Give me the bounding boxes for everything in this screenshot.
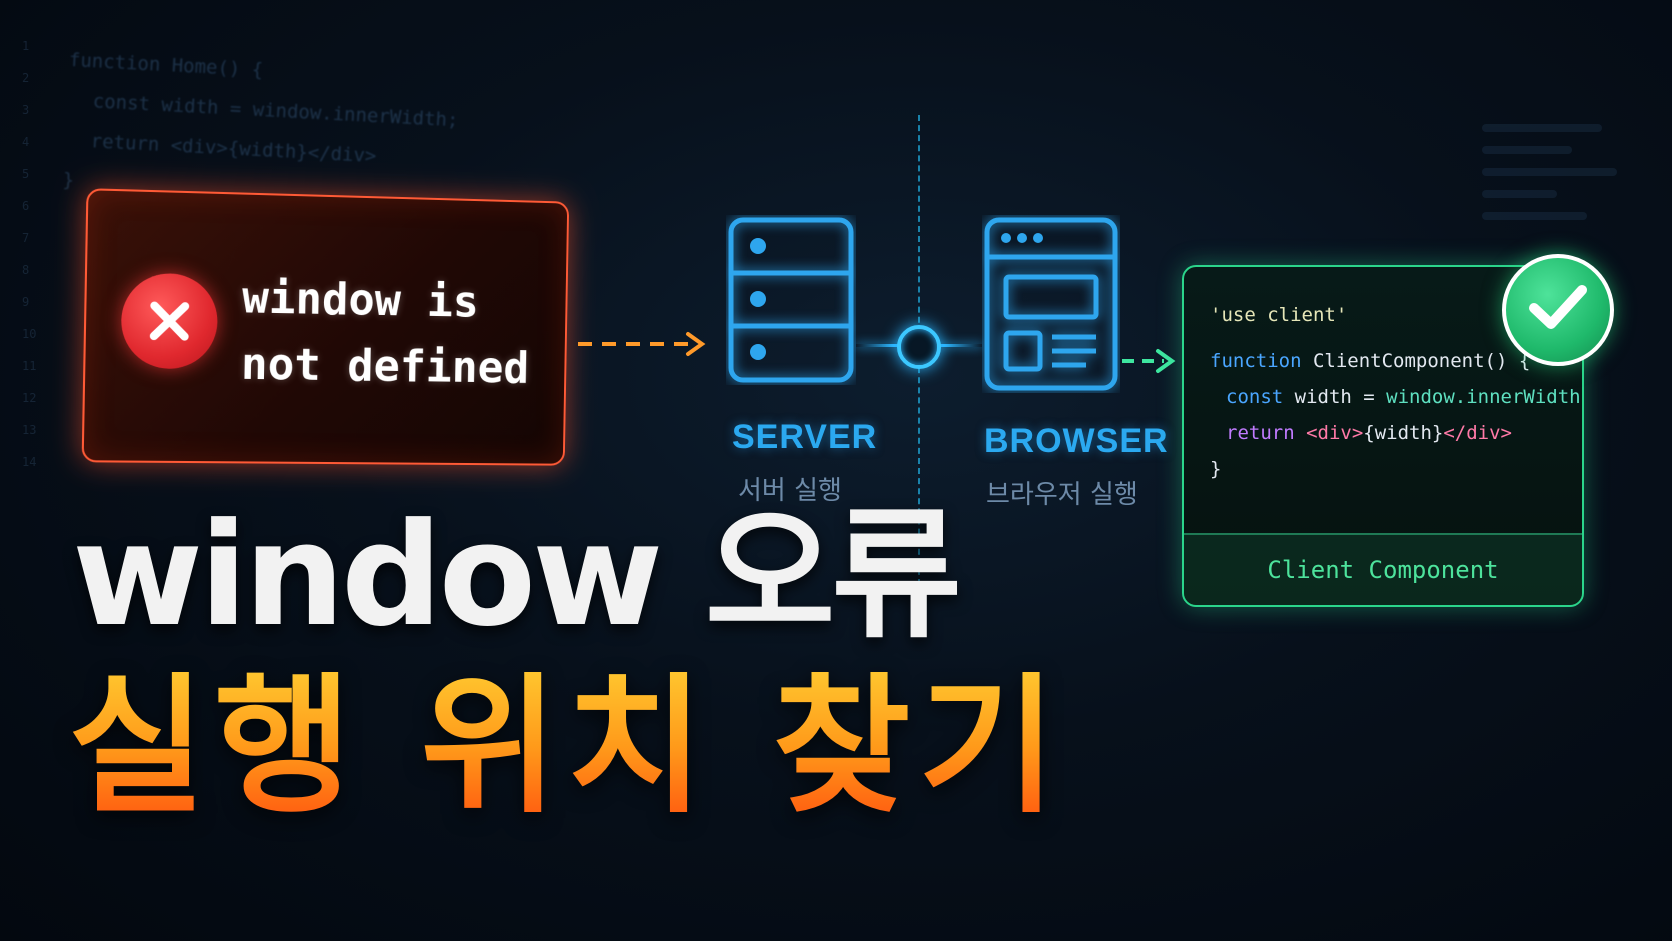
error-message-line: window is [241, 272, 480, 328]
browser-window-icon [984, 217, 1118, 391]
client-component-label: Client Component [1184, 533, 1582, 605]
arrow-right-icon [578, 332, 706, 356]
browser-sublabel: 브라우저 실행 [986, 480, 1138, 510]
connector-node [897, 325, 941, 369]
error-card: window is not defined [81, 188, 570, 466]
code-line: function ClientComponent() { [1210, 350, 1531, 372]
code-line: } [1210, 458, 1222, 480]
code-line: return <div>{width}</div> [1226, 422, 1512, 444]
browser-label: BROWSER [984, 422, 1169, 460]
server-icon [728, 217, 854, 383]
error-message: window is not defined [240, 265, 558, 402]
code-line: const width = window.innerWidth [1226, 386, 1581, 408]
x-circle-icon [120, 272, 219, 370]
headline-line-1: window 오류 [72, 493, 962, 658]
check-circle-icon [1502, 254, 1614, 366]
client-code: 'use client' function ClientComponent() {… [1210, 297, 1581, 487]
server-sublabel: 서버 실행 [738, 476, 842, 506]
code-line: 'use client' [1210, 304, 1348, 326]
headline-line-2: 실행 위치 찾기 [68, 660, 1065, 834]
background-decoration [1482, 110, 1632, 310]
error-message-line: not defined [240, 338, 530, 394]
server-label: SERVER [732, 418, 878, 456]
arrow-right-icon [1122, 349, 1176, 373]
